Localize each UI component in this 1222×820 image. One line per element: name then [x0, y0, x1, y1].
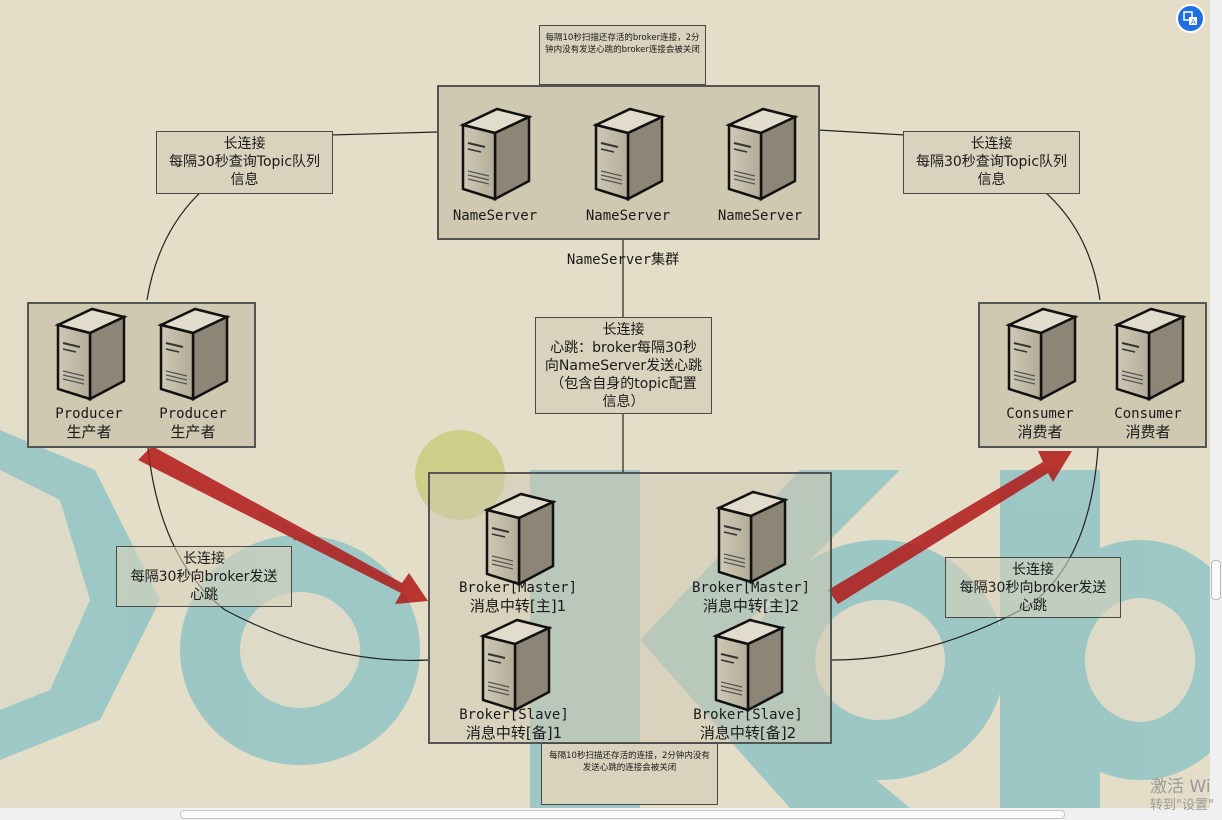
- consumer-label-zh: 消费者: [1125, 423, 1171, 441]
- note-line: 每隔30秒查询Topic队列: [915, 154, 1068, 170]
- note-line: 长连接: [970, 136, 1013, 152]
- nameserver-label: NameServer: [585, 208, 671, 224]
- consumer-label: Consumer 消费者: [1114, 405, 1181, 441]
- note-line: 长连接: [183, 551, 225, 567]
- consumer-label: Consumer 消费者: [1006, 405, 1073, 441]
- producer-label-zh: 生产者: [66, 423, 112, 441]
- broker-heartbeat-note: 长连接 心跳：broker每隔30秒 向NameServer发送心跳 （包含自身…: [535, 317, 712, 414]
- note-line: 长连接: [1012, 562, 1054, 578]
- note-line: 长连接: [602, 322, 645, 338]
- server-icon: [1001, 303, 1081, 403]
- nameserver-scan-note-text: 每隔10秒扫描还存活的broker连接，2分钟内没有发送心跳的broker连接会…: [545, 33, 700, 55]
- consumer-topic-query-note: 长连接 每隔30秒查询Topic队列 信息: [903, 131, 1080, 194]
- note-line: 心跳: [1019, 598, 1047, 614]
- note-line: 每隔30秒向broker发送: [959, 580, 1107, 596]
- consumer-label-en: Consumer: [1006, 406, 1074, 422]
- vertical-scroll-thumb[interactable]: [1211, 560, 1221, 600]
- producer-label-en: Producer: [159, 406, 227, 422]
- activate-windows-overlay: 激活 Wi 转到"设置": [1150, 776, 1214, 814]
- broker-master-2-label: Broker[Master] 消息中转[主]2: [692, 579, 810, 615]
- server-icon: [588, 103, 668, 203]
- server-icon: [50, 303, 130, 403]
- vertical-scrollbar[interactable]: [1210, 0, 1222, 808]
- activate-windows-subtitle: 转到"设置": [1150, 798, 1214, 813]
- broker-slave-2-label: Broker[Slave] 消息中转[备]2: [693, 706, 803, 742]
- broker-label-zh: 消息中转[备]2: [699, 724, 797, 742]
- broker-label-en: Broker[Master]: [458, 580, 578, 596]
- producer-label: Producer 生产者: [55, 405, 122, 441]
- broker-label-zh: 消息中转[主]1: [469, 597, 567, 615]
- broker-label-zh: 消息中转[备]1: [465, 724, 563, 742]
- nameserver-scan-note: 每隔10秒扫描还存活的broker连接，2分钟内没有发送心跳的broker连接会…: [539, 25, 706, 85]
- note-line: 信息: [230, 172, 259, 188]
- note-line: （包含自身的topic配置: [550, 376, 697, 392]
- server-icon: [153, 303, 233, 403]
- broker-slave-1-label: Broker[Slave] 消息中转[备]1: [459, 706, 569, 742]
- broker-label-zh: 消息中转[主]2: [702, 597, 800, 615]
- server-icon: [708, 614, 788, 714]
- note-line: 每隔30秒查询Topic队列: [168, 154, 321, 170]
- note-line: 长连接: [223, 136, 266, 152]
- broker-label-en: Broker[Master]: [691, 580, 811, 596]
- note-line: 信息: [977, 172, 1006, 188]
- translate-button[interactable]: A: [1176, 4, 1205, 33]
- producer-topic-query-note: 长连接 每隔30秒查询Topic队列 信息: [156, 131, 333, 194]
- producer-heartbeat-note: 长连接 每隔30秒向broker发送 心跳: [116, 546, 292, 607]
- server-icon: [721, 103, 801, 203]
- horizontal-scroll-thumb[interactable]: [180, 810, 1065, 819]
- diagram-canvas: 每隔10秒扫描还存活的broker连接，2分钟内没有发送心跳的broker连接会…: [0, 25, 1210, 808]
- note-line: 心跳：broker每隔30秒: [550, 340, 697, 356]
- nameserver-label: NameServer: [717, 208, 803, 224]
- server-icon: [455, 103, 535, 203]
- server-icon: [475, 614, 555, 714]
- broker-scan-note: 每隔10秒扫描还存活的连接，2分钟内没有发送心跳的连接会被关闭: [541, 743, 718, 805]
- server-icon: [711, 486, 791, 586]
- translate-icon: A: [1183, 11, 1197, 26]
- note-line: 心跳: [190, 587, 218, 603]
- consumer-label-zh: 消费者: [1017, 423, 1063, 441]
- broker-master-1-label: Broker[Master] 消息中转[主]1: [459, 579, 577, 615]
- producer-label-en: Producer: [55, 406, 123, 422]
- note-line: 向NameServer发送心跳: [544, 358, 703, 374]
- svg-text:A: A: [1191, 18, 1196, 26]
- consumer-heartbeat-note: 长连接 每隔30秒向broker发送 心跳: [945, 557, 1121, 618]
- producer-label-zh: 生产者: [170, 423, 216, 441]
- broker-label-en: Broker[Slave]: [693, 707, 803, 723]
- server-icon: [1109, 303, 1189, 403]
- broker-label-en: Broker[Slave]: [459, 707, 569, 723]
- nameserver-cluster-caption: NameServer集群: [566, 252, 680, 268]
- producer-label: Producer 生产者: [159, 405, 226, 441]
- consumer-label-en: Consumer: [1114, 406, 1182, 422]
- broker-scan-note-text: 每隔10秒扫描还存活的连接，2分钟内没有发送心跳的连接会被关闭: [549, 751, 710, 773]
- note-line: 每隔30秒向broker发送: [130, 569, 278, 585]
- nameserver-label: NameServer: [452, 208, 538, 224]
- server-icon: [479, 488, 559, 588]
- note-line: 信息）: [602, 394, 645, 410]
- activate-windows-title: 激活 Wi: [1150, 777, 1211, 797]
